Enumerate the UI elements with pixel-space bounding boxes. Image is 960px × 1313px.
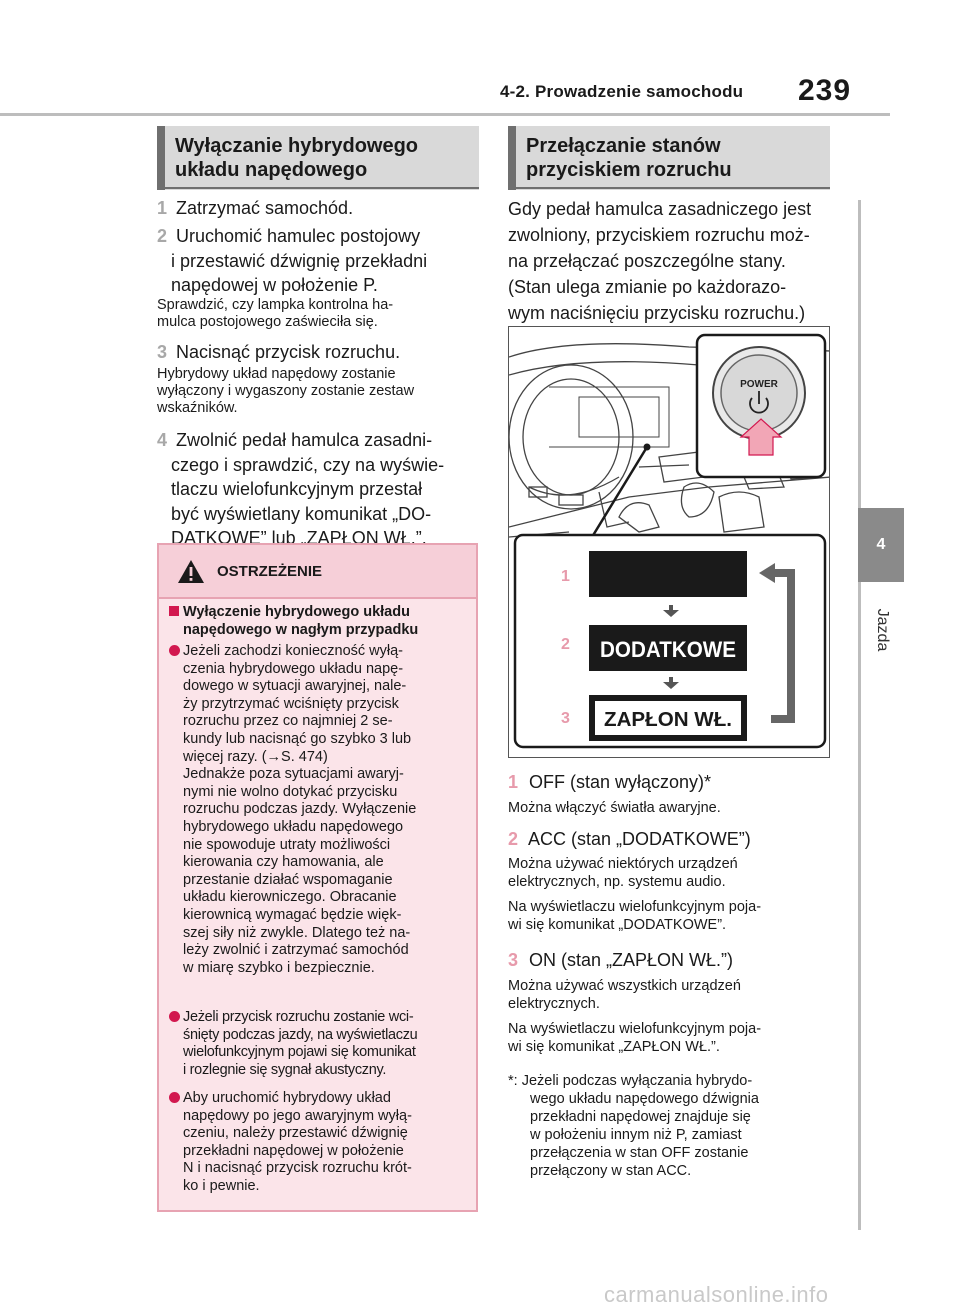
state-2: 2 ACC (stan „DODATKOWE”) [508,829,751,849]
down-arrow-icon [663,677,679,689]
state-2-note-1: Można używać niektórych urządzeń elektry… [508,856,738,890]
step-3: 3 Nacisnąć przycisk rozruchu. [157,342,401,362]
display-acc [589,625,747,671]
chapter-tab[interactable]: 4 [858,508,904,582]
press-arrow-icon [739,418,783,456]
warning-bullet-2: Jeżeli przycisk rozruchu zostanie wci- ś… [169,1009,418,1079]
state-1-note: Można włączyć światła awaryjne. [508,800,721,816]
dot-bullet-icon [169,1092,180,1103]
page-number: 239 [798,74,852,107]
cycle-arrow-icon [759,563,775,583]
watermark: carmanualsonline.info [604,1282,829,1307]
power-label: POWER [740,379,779,390]
dot-bullet-icon [169,1011,180,1022]
state-3-note-1: Można używać wszystkich urządzeń elektry… [508,978,741,1012]
display-on-text: ZAPŁON WŁ. [604,709,732,731]
footnote: *: Jeżeli podczas wyłączania hybrydo- we… [508,1073,759,1179]
warning-header: OSTRZEŻENIE [159,545,476,599]
warning-triangle-icon [178,560,204,583]
step-4: 4 Zwolnić pedał hamulca zasadni- czego i… [157,430,445,548]
dot-bullet-icon [169,645,180,656]
state-num-3: 3 [561,710,570,727]
left-heading-rule [157,187,479,189]
intro-paragraph: Gdy pedał hamulca zasadniczego jest zwol… [508,199,812,323]
right-heading-rule [508,187,830,189]
power-switch-figure: POWER 1 2 DODATKOWE 3 ZAPŁON WŁ. [508,326,830,758]
warning-bullet-3: Aby uruchomić hybrydowy układ napędowy p… [169,1090,412,1196]
step-2-note: Sprawdzić, czy lampka kontrolna ha- mulc… [157,297,394,330]
power-icon [749,391,769,414]
state-3-note-2: Na wyświetlaczu wielofunkcyjnym poja- wi… [508,1021,762,1055]
state-num-1: 1 [561,568,570,585]
warning-box: OSTRZEŻENIE Wyłączenie hybrydowego układ… [157,543,478,1212]
state-3: 3 ON (stan „ZAPŁON WŁ.”) [508,950,734,970]
header-divider [0,113,890,116]
left-section-heading: Wyłączanie hybrydowego układu napędowego [157,126,479,190]
state-num-2: 2 [561,636,570,653]
display-acc-text: DODATKOWE [600,637,736,662]
state-2-note-2: Na wyświetlaczu wielofunkcyjnym poja- wi… [508,899,762,933]
warning-bullet-1: Jeżeli zachodzi konieczność wyłą- czenia… [169,643,416,977]
step-2: 2 Uruchomić hamulec postojowy i przestaw… [157,226,428,295]
warning-title: OSTRZEŻENIE [217,563,323,580]
warning-subtitle: Wyłączenie hybrydowego układu napędowego… [169,603,418,639]
section-title: 4-2. Prowadzenie samochodu [500,82,744,101]
square-bullet-icon [169,606,179,616]
state-1: 1 OFF (stan wyłączony)* [508,772,712,792]
down-arrow-icon [663,605,679,617]
right-section-heading: Przełączanie stanów przyciskiem rozruchu [508,126,830,190]
dashboard-illustration: POWER 1 2 DODATKOWE 3 ZAPŁON WŁ. [509,333,829,749]
step-3-note: Hybrydowy układ napędowy zostanie wyłącz… [157,366,415,416]
side-rule [858,200,861,1230]
chapter-label: Jazda [874,608,891,652]
display-off [589,551,747,597]
step-1: 1 Zatrzymać samochód. [157,198,354,218]
